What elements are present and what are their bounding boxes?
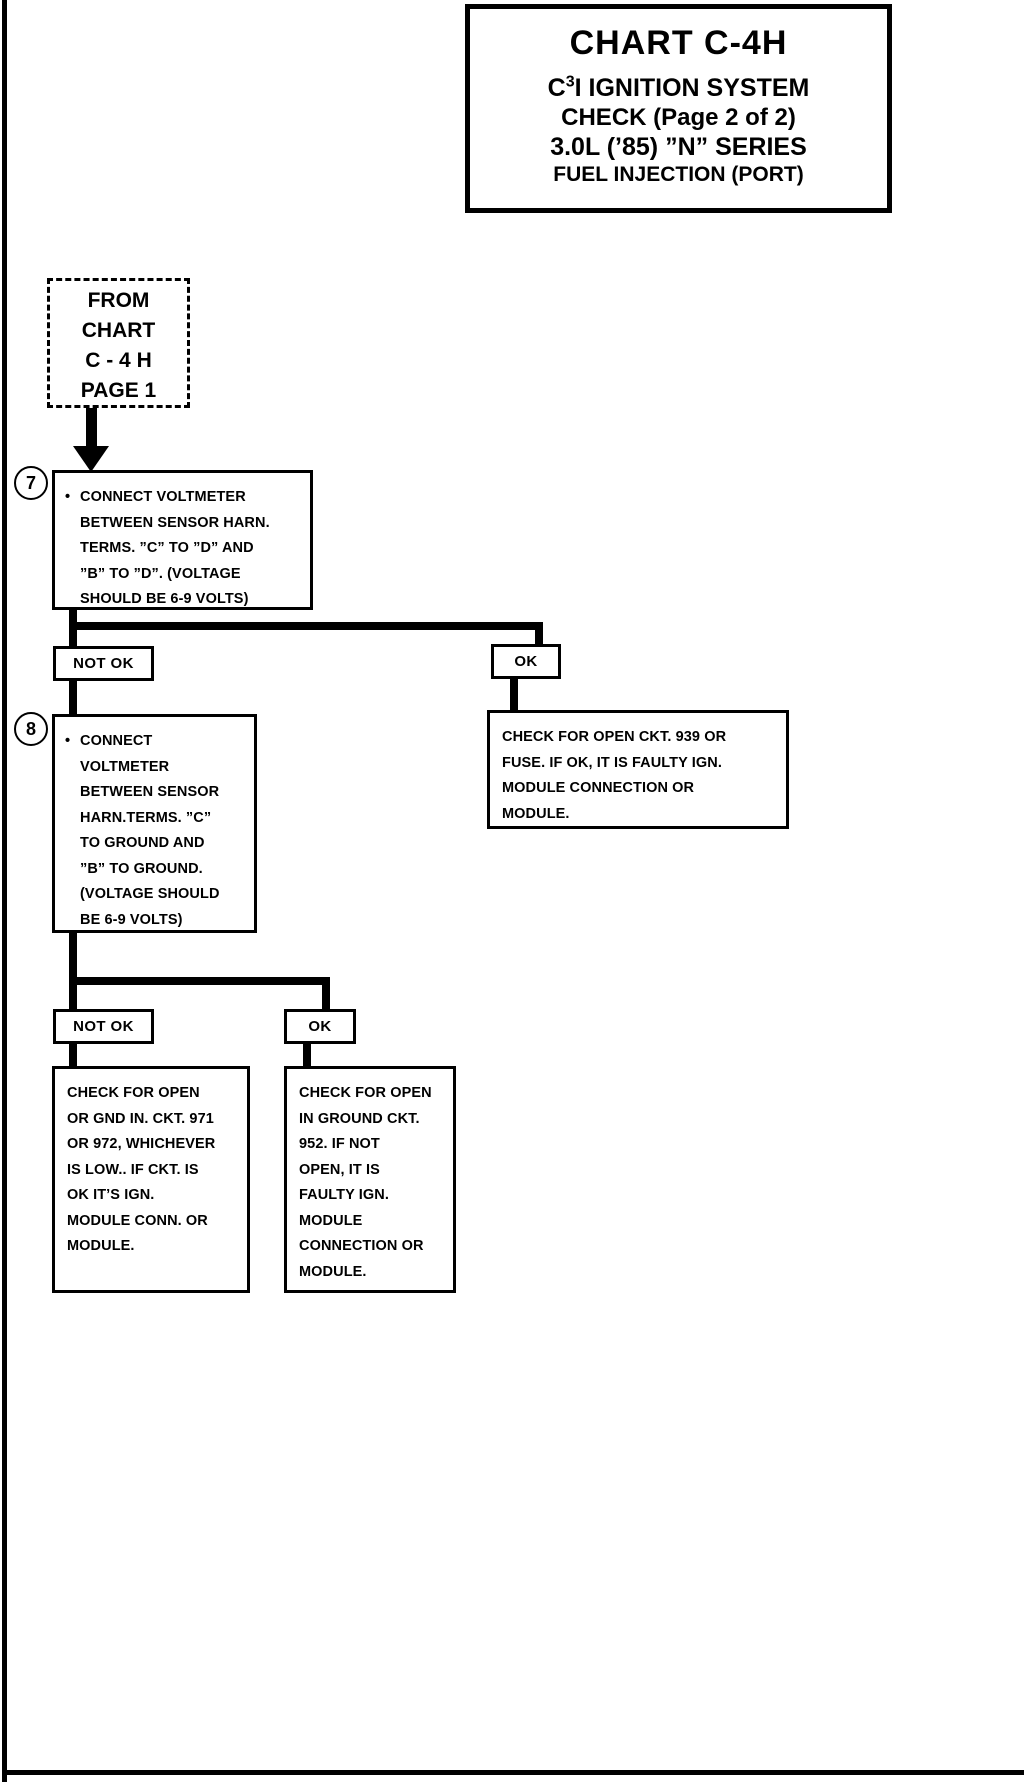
step-8-line-7: (VOLTAGE SHOULD — [80, 886, 220, 902]
page-frame-bottom-rule — [2, 1770, 1024, 1775]
step-8-not-ok-label: NOT OK — [53, 1009, 154, 1044]
step-7-ok-result-line-3: MODULE CONNECTION OR — [502, 780, 695, 796]
from-chart-line-4: PAGE 1 — [80, 379, 157, 402]
step-8-not-ok-result-line-1: CHECK FOR OPEN — [67, 1085, 200, 1101]
step-8-box: CONNECT VOLTMETER BETWEEN SENSOR HARN.TE… — [52, 714, 257, 933]
step-8-ok-result-line-2: IN GROUND CKT. — [299, 1110, 420, 1127]
step-7-ok-text: OK — [514, 653, 538, 670]
step-8-ok-result-box: CHECK FOR OPEN IN GROUND CKT. 952. IF NO… — [284, 1066, 456, 1293]
from-chart-line-1: FROM — [87, 289, 150, 312]
step-7-not-ok-drop — [69, 622, 77, 648]
step-number-7: 7 — [14, 466, 48, 500]
step-8-line-8: BE 6-9 VOLTS) — [80, 911, 183, 928]
entry-arrow-head — [73, 446, 109, 472]
step-number-8-label: 8 — [25, 719, 36, 739]
page-frame-left-rule — [2, 0, 7, 1782]
step-8-ok-label: OK — [284, 1009, 356, 1044]
step-number-7-label: 7 — [25, 473, 36, 493]
step-7-ok-result-line-1: CHECK FOR OPEN CKT. 939 OR — [502, 729, 727, 745]
step-7-ok-label: OK — [491, 644, 561, 679]
from-chart-connector: FROM CHART C - 4 H PAGE 1 — [47, 278, 190, 408]
step-8-line-5: TO GROUND AND — [80, 835, 205, 851]
step-7-ok-drop — [535, 622, 543, 644]
step-7-line-3: TERMS. ”C” TO ”D” AND — [80, 540, 254, 556]
step-8-line-4: HARN.TERMS. ”C” — [80, 809, 212, 826]
step-7-line-1: CONNECT VOLTMETER — [65, 485, 300, 511]
step-8-ok-result-line-6: MODULE — [299, 1212, 363, 1229]
step-7-ok-result-line-4: MODULE. — [502, 805, 570, 822]
step-8-ok-text: OK — [308, 1018, 332, 1035]
step-7-branch-bus — [69, 622, 543, 630]
step-8-not-ok-to-result — [69, 1044, 77, 1070]
step-7-ok-result-line-2: FUSE. IF OK, IT IS FAULTY IGN. — [502, 754, 722, 771]
engine-subtitle: 3.0L (’85) ”N” SERIES — [550, 133, 807, 161]
step-8-branch-bus — [69, 977, 330, 985]
system-subtitle-rest: I IGNITION SYSTEM — [574, 74, 810, 102]
step-7-not-ok-text: NOT OK — [73, 655, 134, 672]
step-8-line-6: ”B” TO GROUND. — [80, 860, 203, 877]
step-8-ok-result-line-5: FAULTY IGN. — [299, 1187, 389, 1203]
step-8-not-ok-result-line-7: MODULE. — [67, 1238, 135, 1254]
step-8-exit-stem — [69, 933, 77, 985]
step-7-not-ok-to-step-8 — [69, 681, 77, 714]
check-page-subtitle: CHECK (Page 2 of 2) — [561, 104, 796, 131]
step-8-not-ok-drop — [69, 977, 77, 1010]
system-subtitle-superscript: 3 — [565, 73, 575, 91]
step-8-not-ok-result-line-4: IS LOW.. IF CKT. IS — [67, 1161, 199, 1178]
step-7-line-4: ”B” TO ”D”. (VOLTAGE — [80, 565, 241, 582]
step-7-box: CONNECT VOLTMETER BETWEEN SENSOR HARN. T… — [52, 470, 313, 610]
step-8-not-ok-result-line-6: MODULE CONN. OR — [67, 1212, 208, 1229]
step-8-ok-to-result — [303, 1044, 311, 1070]
step-7-line-5: SHOULD BE 6-9 VOLTS) — [80, 591, 249, 607]
step-8-not-ok-text: NOT OK — [73, 1018, 134, 1035]
title-block: CHART C-4H C3I IGNITION SYSTEM CHECK (Pa… — [465, 4, 892, 213]
step-8-not-ok-result-box: CHECK FOR OPEN OR GND IN. CKT. 971 OR 97… — [52, 1066, 250, 1293]
step-7-not-ok-label: NOT OK — [53, 646, 154, 681]
fuel-subtitle: FUEL INJECTION (PORT) — [553, 163, 804, 186]
entry-arrow-stem — [86, 408, 97, 452]
chart-title: CHART C-4H — [569, 24, 788, 62]
step-8-not-ok-result-line-3: OR 972, WHICHEVER — [67, 1136, 216, 1152]
step-8-ok-result-line-4: OPEN, IT IS — [299, 1161, 380, 1178]
step-8-line-3: BETWEEN SENSOR — [80, 784, 220, 800]
step-7-ok-result-box: CHECK FOR OPEN CKT. 939 OR FUSE. IF OK, … — [487, 710, 789, 829]
step-8-not-ok-result-line-5: OK IT’S IGN. — [67, 1187, 155, 1203]
step-8-ok-result-line-8: MODULE. — [299, 1263, 367, 1280]
from-chart-line-3: C - 4 H — [85, 349, 152, 372]
step-number-8: 8 — [14, 712, 48, 746]
step-8-line-2: VOLTMETER — [80, 758, 170, 775]
step-8-ok-result-line-1: CHECK FOR OPEN — [299, 1085, 432, 1101]
step-7-ok-to-result — [510, 679, 518, 713]
step-8-line-1: CONNECT — [65, 729, 244, 755]
step-8-ok-result-line-3: 952. IF NOT — [299, 1136, 380, 1152]
step-8-not-ok-result-line-2: OR GND IN. CKT. 971 — [67, 1110, 214, 1127]
step-8-ok-drop — [322, 977, 330, 1010]
from-chart-line-2: CHART — [81, 319, 156, 342]
step-8-ok-result-line-7: CONNECTION OR — [299, 1238, 424, 1254]
system-subtitle-prefix: C — [547, 74, 566, 102]
system-subtitle: C3I IGNITION SYSTEM — [470, 73, 887, 103]
step-7-line-2: BETWEEN SENSOR HARN. — [80, 514, 270, 531]
step-7-exit-stem — [69, 610, 77, 630]
